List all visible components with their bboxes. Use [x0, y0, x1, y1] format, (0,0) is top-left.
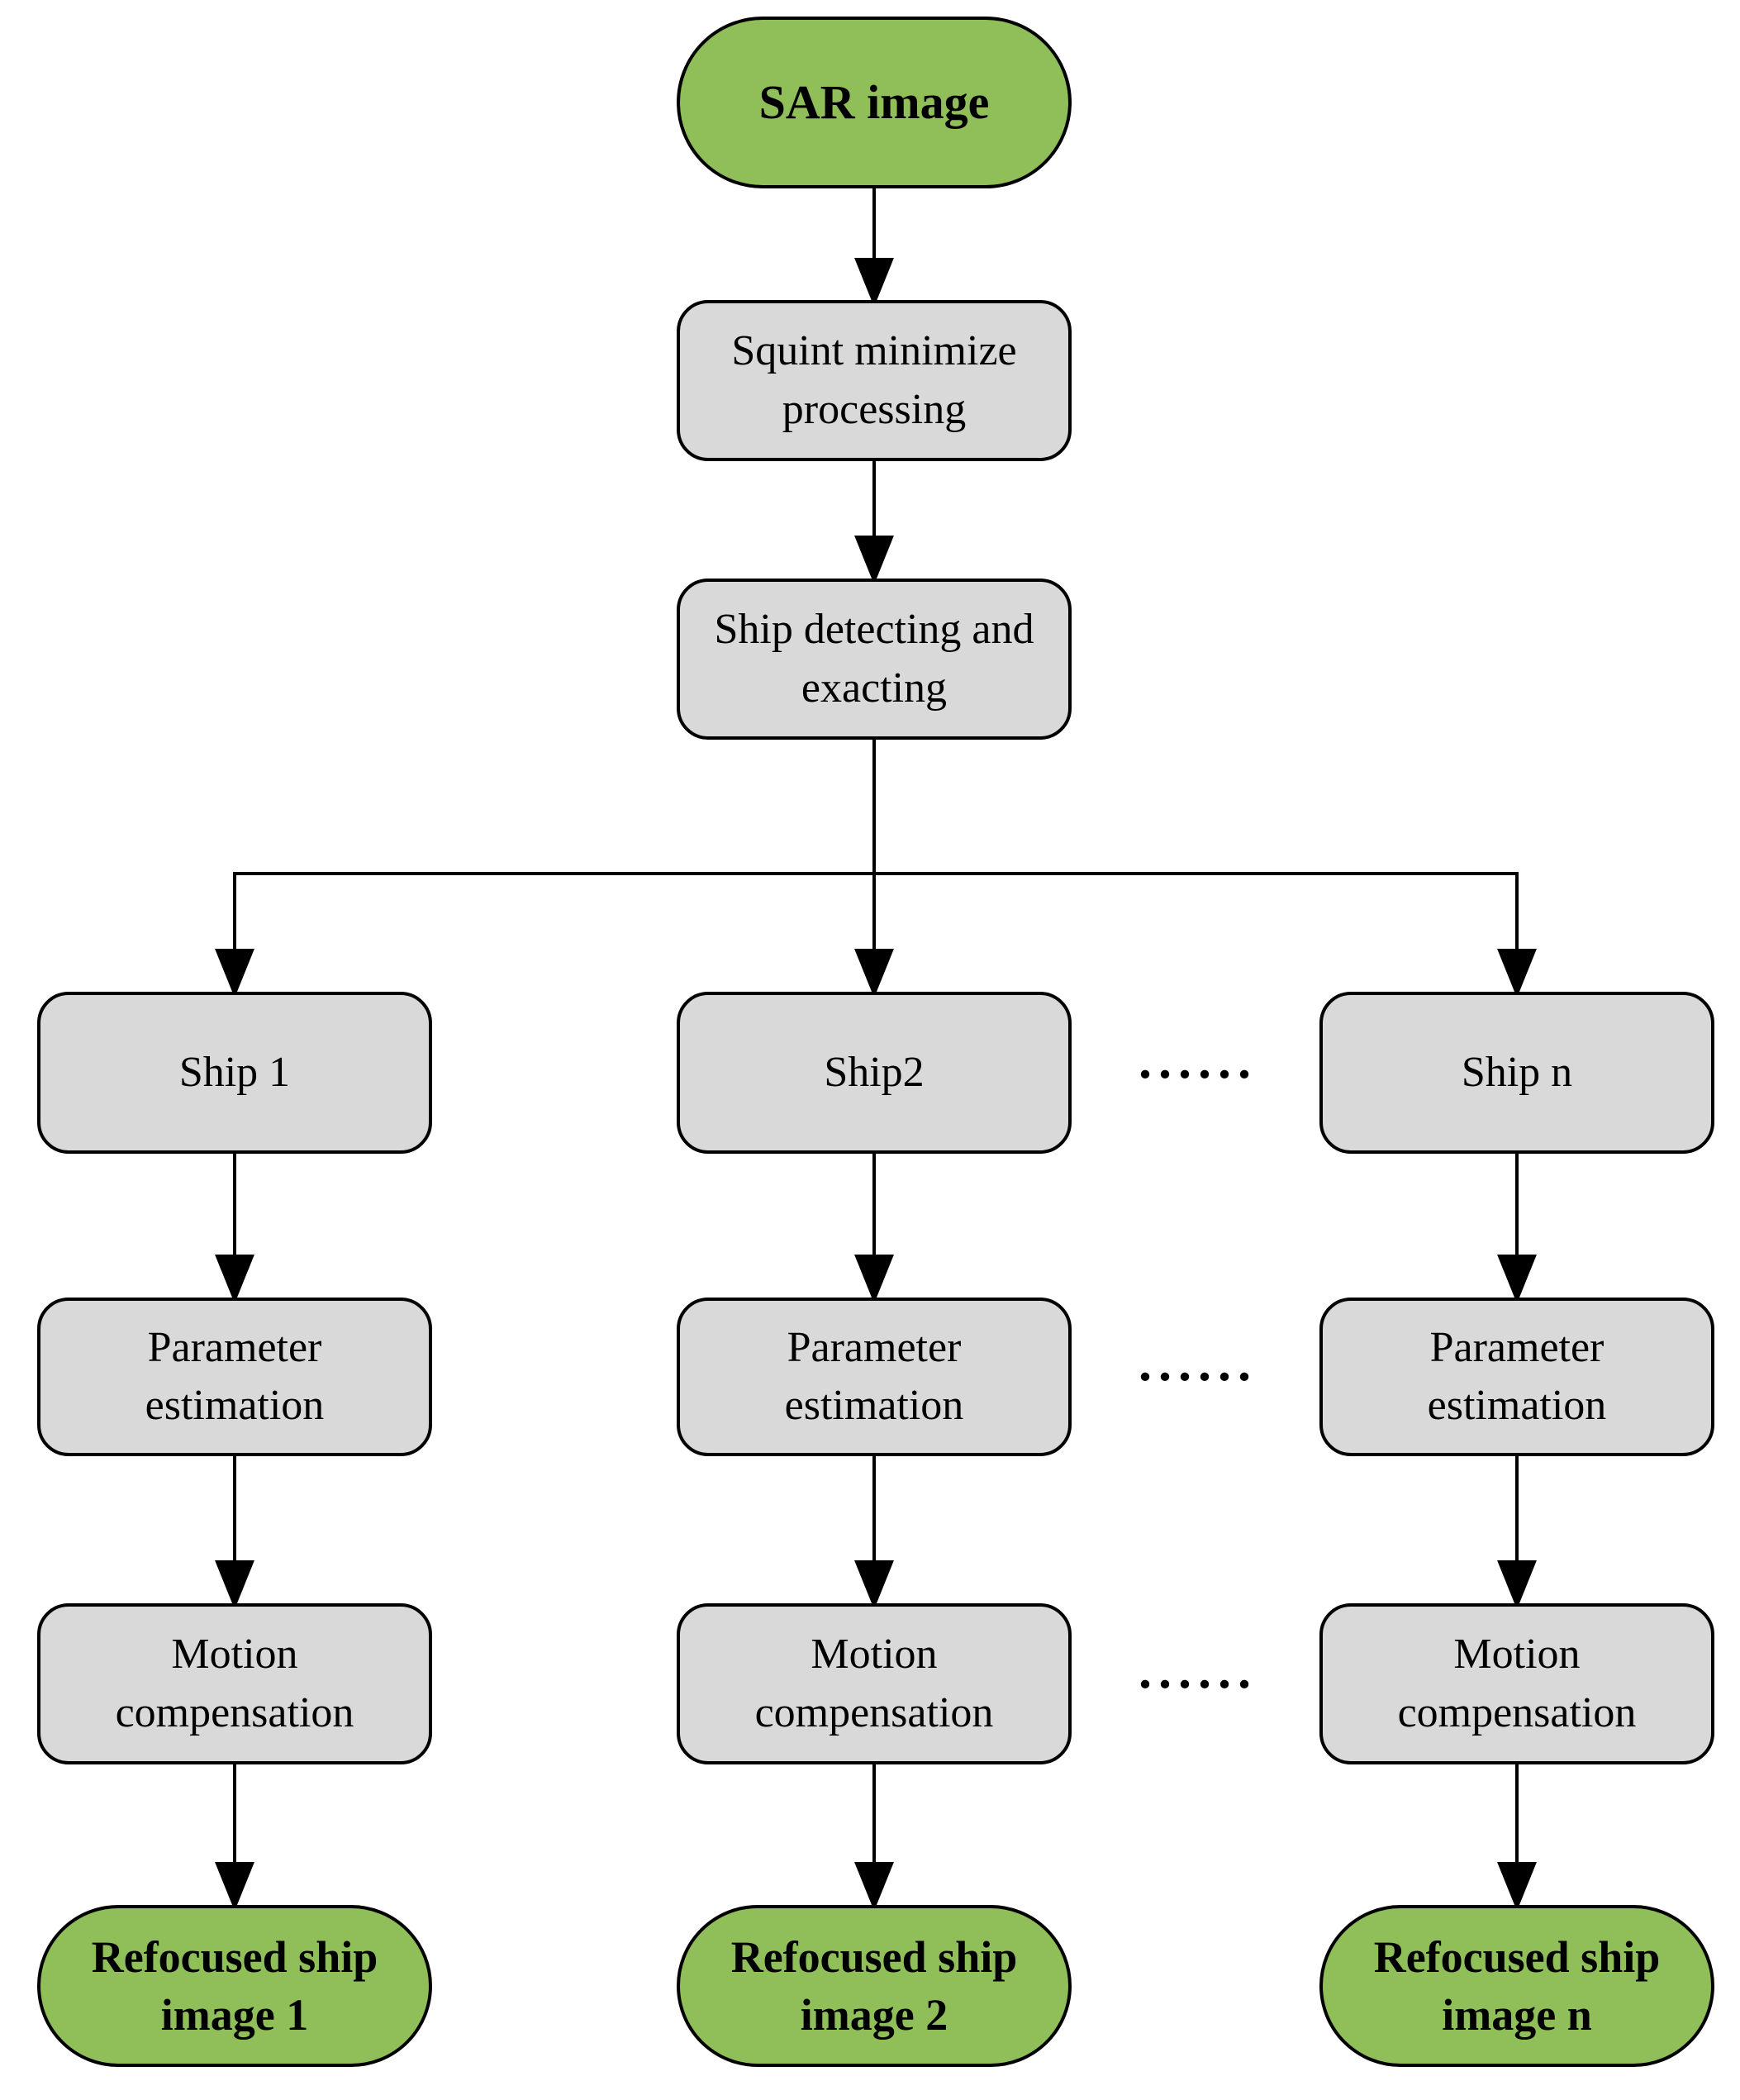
- ellipsis-dots-param-row: ......: [1139, 1333, 1257, 1392]
- node-param-n-label: Parameter estimation: [1427, 1323, 1607, 1429]
- node-parameter-estimation-n: Parameter estimation: [1319, 1298, 1714, 1456]
- node-ship-2-label: Ship2: [824, 1048, 925, 1096]
- node-parameter-estimation-1: Parameter estimation: [37, 1298, 432, 1456]
- arrowhead-motion1: [215, 1560, 254, 1610]
- ellipsis-dots-motion-row: ......: [1139, 1640, 1257, 1699]
- node-out-n-label: Refocused ship image n: [1373, 1931, 1661, 2040]
- node-squint-minimize-processing: Squint minimize processing: [677, 300, 1072, 461]
- arrowhead-ship2: [854, 949, 894, 998]
- node-squint-label: Squint minimize processing: [731, 327, 1017, 433]
- node-ship-detecting-exacting: Ship detecting and exacting: [677, 579, 1072, 740]
- node-ship-2: Ship2: [677, 992, 1072, 1154]
- arrowhead-out1: [215, 1862, 254, 1912]
- node-detect-label: Ship detecting and exacting: [714, 606, 1034, 712]
- node-sar-image: SAR image: [677, 17, 1072, 188]
- arrowhead-squint: [854, 258, 894, 307]
- node-motion-n-label: Motion compensation: [1397, 1631, 1637, 1736]
- node-motion-2-label: Motion compensation: [754, 1631, 994, 1736]
- node-refocused-ship-image-n: Refocused ship image n: [1319, 1905, 1714, 2067]
- arrowhead-ship1: [215, 949, 254, 998]
- node-out-2-label: Refocused ship image 2: [730, 1931, 1018, 2040]
- arrowhead-out2: [854, 1862, 894, 1912]
- node-ship-1: Ship 1: [37, 992, 432, 1154]
- node-param-2-label: Parameter estimation: [784, 1323, 964, 1429]
- node-motion-compensation-n: Motion compensation: [1319, 1603, 1714, 1764]
- arrowhead-motionn: [1497, 1560, 1537, 1610]
- node-sar-image-label: SAR image: [758, 75, 990, 130]
- node-refocused-ship-image-2: Refocused ship image 2: [677, 1905, 1072, 2067]
- arrowhead-param1: [215, 1255, 254, 1304]
- arrowhead-outn: [1497, 1862, 1537, 1912]
- node-ship-n: Ship n: [1319, 992, 1714, 1154]
- node-motion-1-label: Motion compensation: [115, 1631, 354, 1736]
- node-out-1-label: Refocused ship image 1: [91, 1931, 378, 2040]
- node-ship-n-label: Ship n: [1461, 1048, 1573, 1096]
- node-ship-1-label: Ship 1: [178, 1048, 291, 1096]
- node-param-1-label: Parameter estimation: [145, 1323, 325, 1429]
- arrowhead-detect: [854, 536, 894, 585]
- arrowhead-paramn: [1497, 1255, 1537, 1304]
- node-motion-compensation-1: Motion compensation: [37, 1603, 432, 1764]
- node-motion-compensation-2: Motion compensation: [677, 1603, 1072, 1764]
- node-parameter-estimation-2: Parameter estimation: [677, 1298, 1072, 1456]
- node-refocused-ship-image-1: Refocused ship image 1: [37, 1905, 432, 2067]
- arrowhead-param2: [854, 1255, 894, 1304]
- ellipsis-dots-ship-row: ......: [1139, 1031, 1257, 1089]
- arrowhead-shipn: [1497, 949, 1537, 998]
- arrowhead-motion2: [854, 1560, 894, 1610]
